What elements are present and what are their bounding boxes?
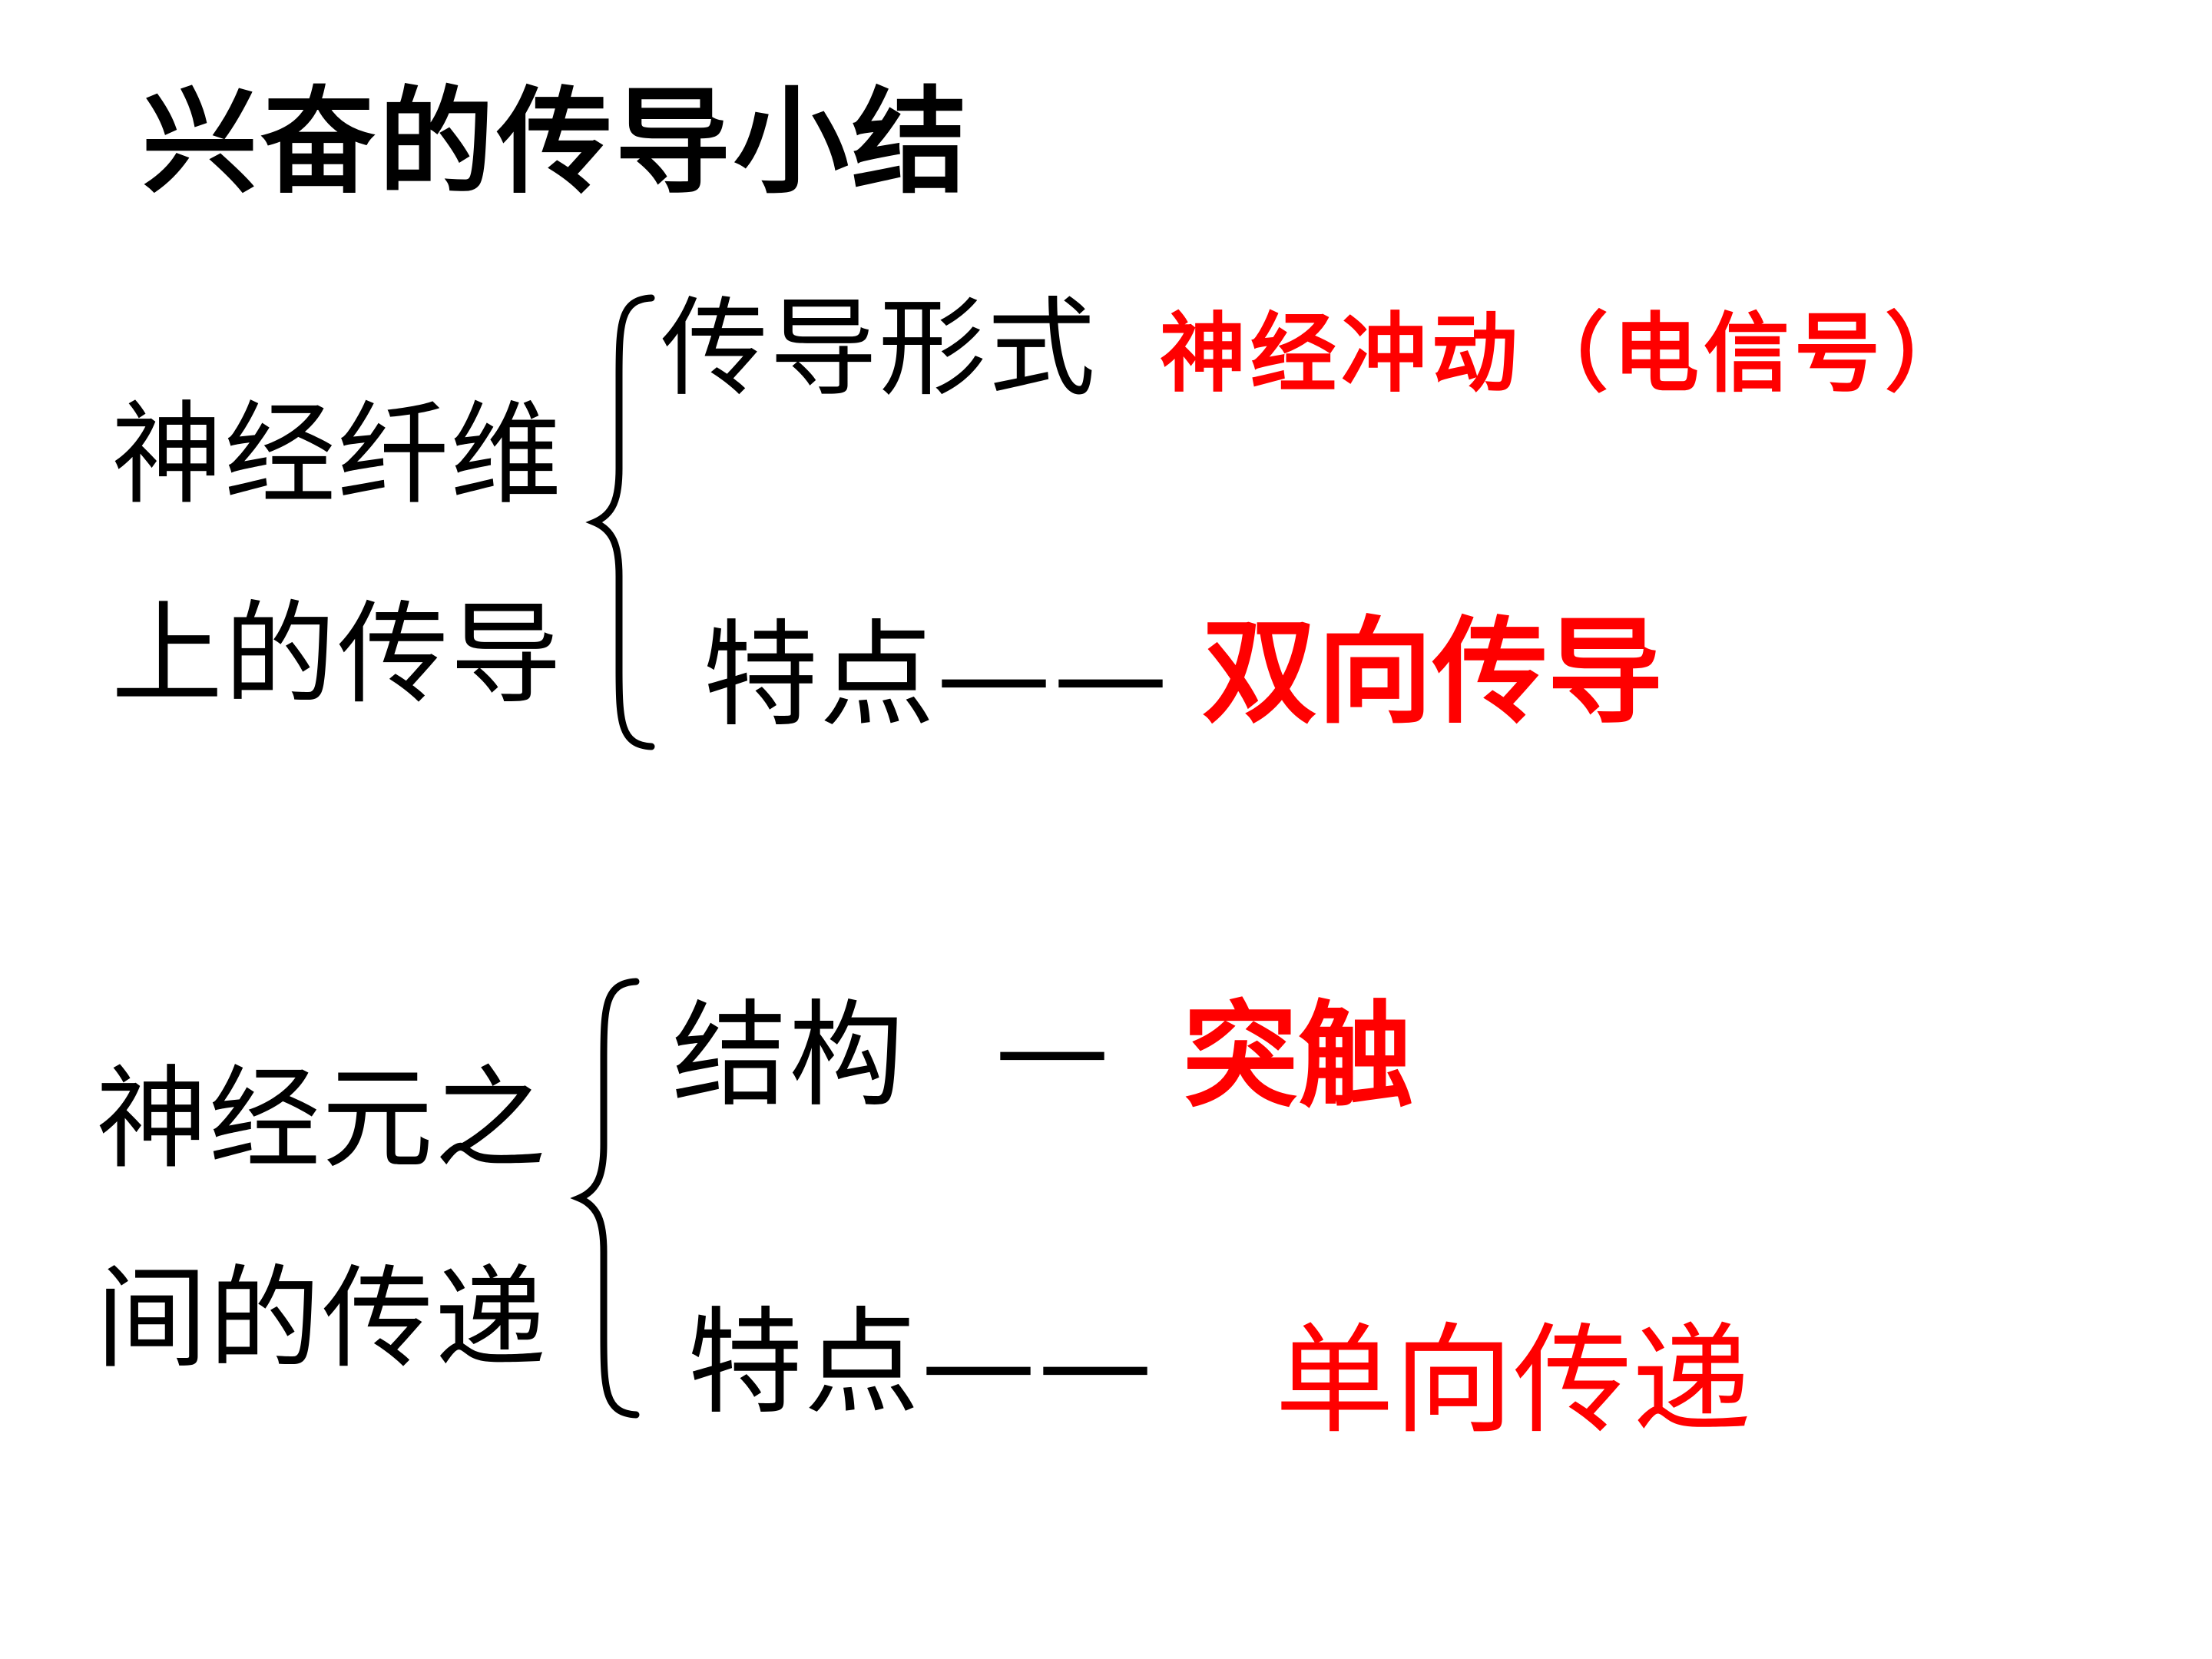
section2-topic-line1: 神经元之 [96,1055,548,1184]
section2-feature-label: 特点—— [687,1296,1155,1430]
section1-form-value: 神经冲动（电信号） [1160,303,1975,404]
section2-brace [570,978,640,1419]
slide-title: 兴奋的传导小结 [142,75,971,210]
section1-brace [585,294,655,750]
section1-topic-line2: 上的传导 [111,590,563,720]
section1-form-label: 传导形式 [661,286,1098,412]
section1-feature-label: 特点—— [703,609,1171,743]
section2-topic-line2: 间的传递 [96,1254,548,1384]
section2-structure-value: 突触 [1183,988,1414,1124]
section1-topic-line1: 神经纤维 [111,390,563,520]
section1-feature-value: 双向传导 [1202,604,1664,740]
section2-structure-dash: — [995,982,1110,1115]
section2-feature-value: 单向传递 [1275,1311,1751,1450]
section2-structure-label: 结构 [672,989,906,1123]
